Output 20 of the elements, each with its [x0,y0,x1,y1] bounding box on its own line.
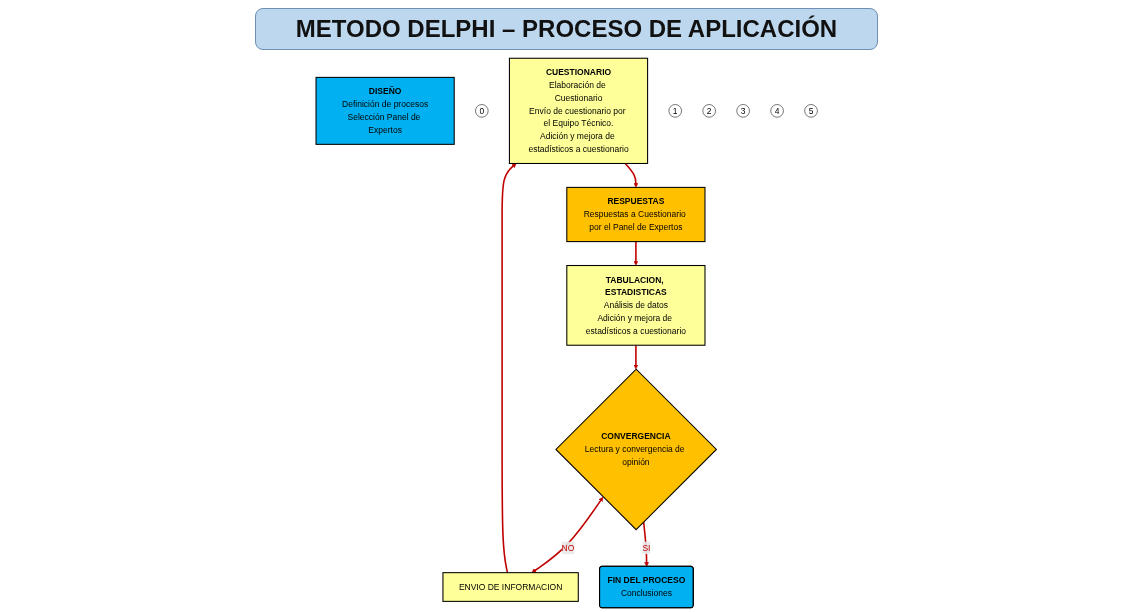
arrow [633,344,638,370]
node-circle: 0 [474,104,489,118]
node-diamond: CONVERGENCIA Lectura y convergencia de opinión [554,368,717,531]
node-circle: 4 [770,104,784,118]
edge-label: SI [642,543,651,553]
node-circle: 3 [736,104,750,118]
node-box: RESPUESTAS Respuestas a Cuestionario por el Panel de Expertos [566,186,706,243]
node-circle: 2 [702,104,716,118]
arrow [531,496,604,573]
title-banner: METODO DELPHI – PROCESO DE APLICACIÓN [254,8,879,50]
arrow [624,162,638,188]
node-box: CUESTIONARIO Elaboración de Cuestionario Envío de cuestionario por el Equipo Técnico. Adición y mejora de estadísticos a cuestionario [508,57,648,164]
node-box: DISEÑO Definición de procesos Selección Panel de Expertos [315,76,455,145]
arrow [633,240,638,266]
node-box: ENVIO DE INFORMACION [442,572,579,602]
edge-label: NO [561,543,575,553]
node-circle: 5 [804,104,818,118]
arrow [501,163,517,574]
node-circle: 1 [668,104,682,118]
node-box: TABULACION, ESTADISTICAS Análisis de datos Adición y mejora de estadísticos a cuestionario [566,265,706,346]
